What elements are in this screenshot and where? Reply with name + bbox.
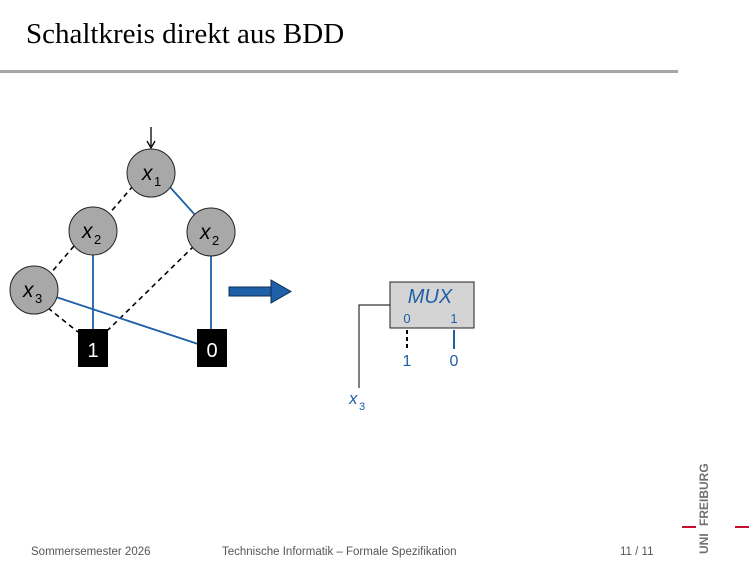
edge-x1-x2a-low: [107, 185, 134, 216]
footer-semester: Sommersemester 2026: [31, 546, 151, 558]
mux-select-sub: 3: [359, 401, 365, 413]
node-x2-left-var: x: [81, 220, 94, 243]
mux-input-0-value: 1: [403, 353, 412, 370]
title-divider: [0, 70, 678, 73]
node-x2-left: x 2: [68, 206, 118, 256]
slide-title: Schaltkreis direkt aus BDD: [26, 18, 345, 50]
mux-input-1-label: 1: [450, 311, 457, 326]
node-x1-var: x: [141, 162, 154, 185]
node-x2-right-var: x: [199, 221, 212, 244]
edge-x2b-t1-low: [107, 245, 195, 331]
node-x1-sub: 1: [154, 174, 161, 189]
mux-select-wire: [358, 304, 390, 388]
mux-input-0-label: 0: [403, 311, 410, 326]
logo-accent-right: [735, 526, 749, 528]
logo-freiburg: FREIBURG: [697, 463, 711, 526]
terminal-0-label: 0: [206, 340, 217, 362]
logo-accent-left: [682, 526, 696, 528]
mux-label: MUX: [408, 286, 453, 308]
terminal-0: 0: [197, 329, 227, 367]
mux-block: MUX 0 1: [389, 281, 475, 329]
edge-x2a-x3-low: [49, 245, 75, 275]
logo-wordmark: UNI FREIBURG: [697, 463, 746, 554]
entry-arrow-head: [146, 140, 156, 150]
footer-course: Technische Informatik – Formale Spezifik…: [222, 546, 457, 558]
mux-select-var: x: [348, 389, 358, 408]
node-x3-sub: 3: [35, 291, 42, 306]
logo-uni: UNI: [697, 533, 711, 554]
node-x2-right: x 2: [186, 207, 236, 257]
edge-x3-t1-low: [47, 307, 79, 333]
mux-input-1-value: 0: [450, 353, 459, 370]
university-logo: UNI FREIBURG: [697, 463, 728, 554]
footer-page-number: 11 / 11: [620, 546, 654, 558]
edge-x1-x2b-high: [168, 185, 197, 217]
terminal-1: 1: [78, 329, 108, 367]
node-x1: x 1: [126, 148, 176, 198]
node-x2-left-sub: 2: [94, 232, 101, 247]
node-x2-right-sub: 2: [212, 233, 219, 248]
node-x3-var: x: [22, 279, 35, 302]
edge-x3-t0-high: [55, 296, 199, 345]
node-x3: x 3: [9, 265, 59, 315]
transform-arrow: [228, 279, 293, 304]
terminal-1-label: 1: [87, 340, 98, 362]
